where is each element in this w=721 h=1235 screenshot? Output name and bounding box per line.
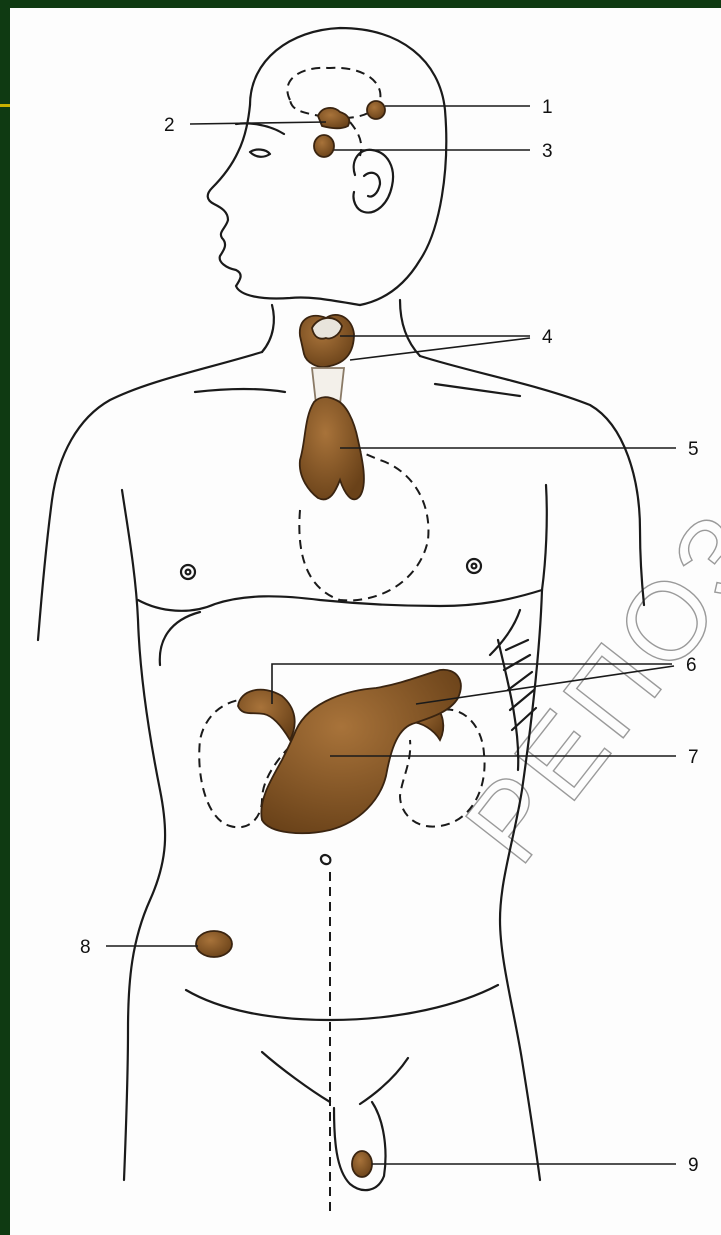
neck-right <box>400 300 420 356</box>
label-4: 4 <box>542 327 553 348</box>
label-5: 5 <box>688 439 699 460</box>
watermark: РЕПОЗ <box>442 488 721 885</box>
dashed-organs <box>199 68 484 1215</box>
glands <box>196 101 461 1177</box>
label-6: 6 <box>686 655 697 676</box>
right-inner-arm <box>542 485 547 590</box>
eyebrow <box>236 123 284 134</box>
ear-outline <box>353 150 393 213</box>
pituitary-gland <box>314 135 334 157</box>
larynx <box>312 318 342 339</box>
left-shoulder <box>38 352 262 640</box>
eye <box>250 150 270 157</box>
hypothalamus <box>318 108 349 128</box>
pancreas <box>261 670 461 833</box>
label-9: 9 <box>688 1155 699 1176</box>
body-outline <box>38 28 644 1190</box>
label-3: 3 <box>542 141 553 162</box>
label-8: 8 <box>80 937 91 958</box>
testis <box>352 1151 372 1177</box>
gonad-gland <box>196 931 232 957</box>
rib-arc <box>160 612 200 665</box>
right-shoulder <box>420 356 644 605</box>
leader-2 <box>190 122 326 124</box>
groin-right <box>360 1058 408 1104</box>
waist-line <box>186 985 498 1020</box>
label-1: 1 <box>542 97 553 118</box>
pineal-gland <box>367 101 385 119</box>
label-7: 7 <box>688 747 699 768</box>
neck-left <box>262 305 274 352</box>
left-torso <box>124 620 165 1180</box>
leader-4b <box>350 338 530 360</box>
navel <box>321 855 330 864</box>
label-2: 2 <box>164 115 175 136</box>
left-inner-arm <box>122 490 138 620</box>
left-adrenal-gland <box>238 690 295 740</box>
left-nipple <box>181 565 195 579</box>
groin-left <box>262 1052 330 1102</box>
right-nipple <box>467 559 481 573</box>
